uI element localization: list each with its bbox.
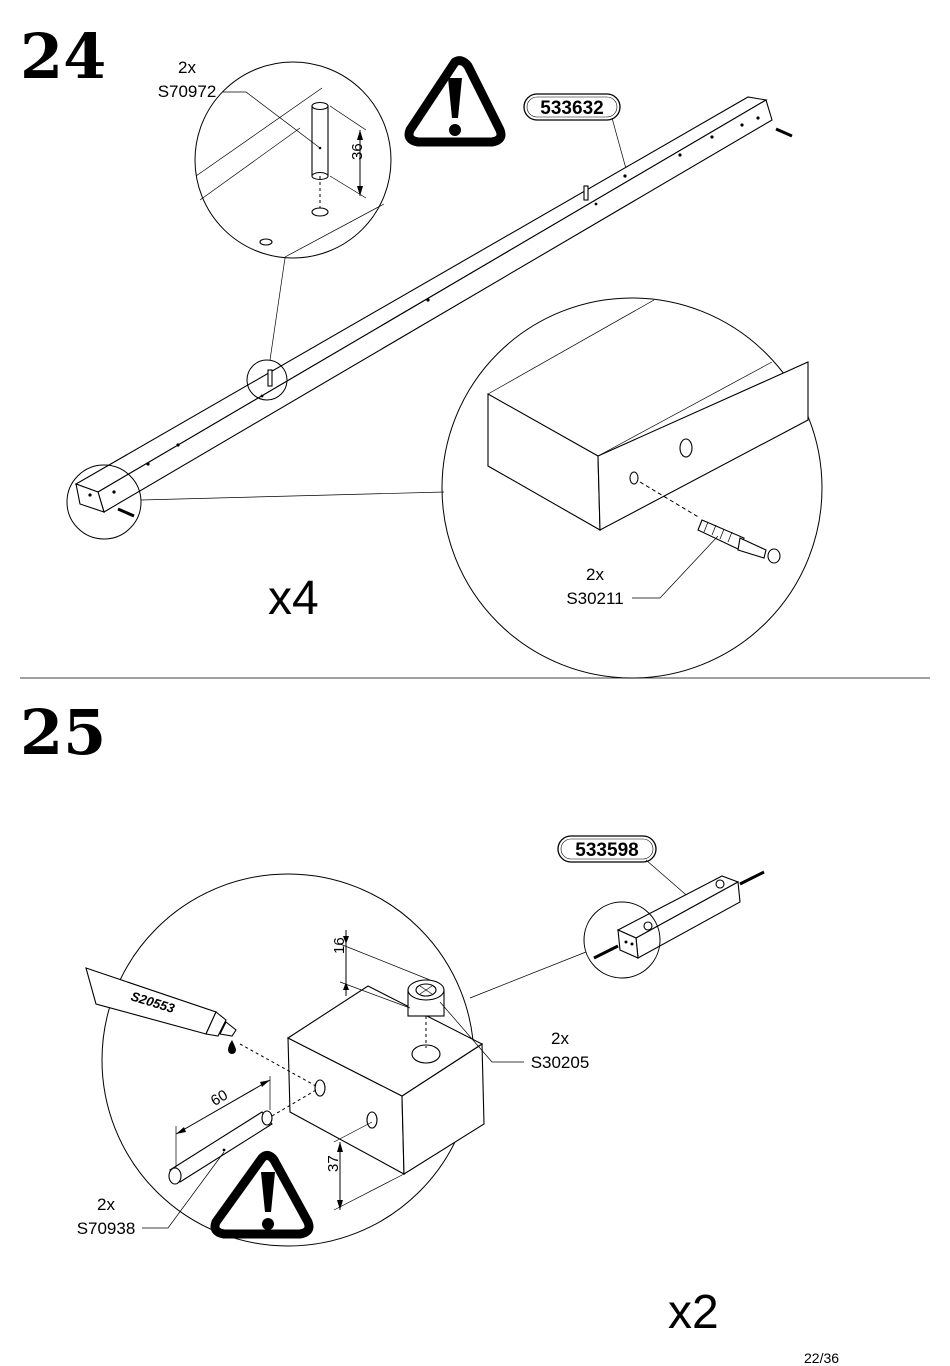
cam-lock-icon — [407, 979, 445, 1017]
part-id-533632: 533632 — [540, 98, 603, 119]
detail-marker-end — [66, 464, 142, 540]
warning-icon-step-24 — [404, 56, 506, 147]
dimension-36: 36 — [329, 105, 367, 199]
detail-circle-dowel — [194, 61, 392, 259]
callout-qty-s70972: 2x — [178, 58, 196, 77]
dowel-icon — [168, 1110, 273, 1185]
part-id-533598: 533598 — [575, 840, 638, 861]
callout-code-s30205: S30205 — [531, 1053, 590, 1072]
detail-marker-pin — [246, 359, 288, 401]
callout-code-s30211: S30211 — [566, 589, 623, 608]
step-24-number: 24 — [20, 20, 106, 93]
part-badge-533598: 533598 — [557, 835, 657, 863]
rail-533598 — [593, 870, 765, 960]
dimension-37-label: 37 — [325, 1155, 342, 1172]
dimension-60: 60 — [175, 1076, 271, 1168]
beam-533632 — [74, 96, 773, 513]
callout-qty-s70938: 2x — [97, 1195, 115, 1214]
dimension-37: 37 — [325, 1121, 405, 1211]
screw-icon — [117, 127, 793, 518]
dimension-36-label: 36 — [349, 143, 366, 160]
cam-bolt-icon — [697, 519, 781, 564]
callout-code-s70972: S70972 — [158, 82, 217, 101]
callout-qty-s30211: 2x — [586, 565, 604, 584]
callout-code-s70938: S70938 — [77, 1219, 136, 1238]
detail-circle-end — [441, 297, 823, 679]
multiplier-x2: x2 — [668, 1286, 719, 1339]
detail-circle-rail-end — [101, 873, 485, 1247]
warning-icon-step-25 — [210, 1150, 314, 1239]
page-number: 22/36 — [804, 1350, 839, 1366]
dimension-16: 16 — [331, 930, 431, 1009]
step-25-number: 25 — [20, 696, 106, 769]
multiplier-x4: x4 — [268, 572, 319, 625]
detail-marker-rail — [583, 901, 661, 979]
dimension-60-label: 60 — [208, 1087, 231, 1110]
callout-qty-s30205: 2x — [551, 1029, 569, 1048]
part-badge-533632: 533632 — [523, 93, 621, 121]
dimension-16-label: 16 — [331, 937, 348, 954]
